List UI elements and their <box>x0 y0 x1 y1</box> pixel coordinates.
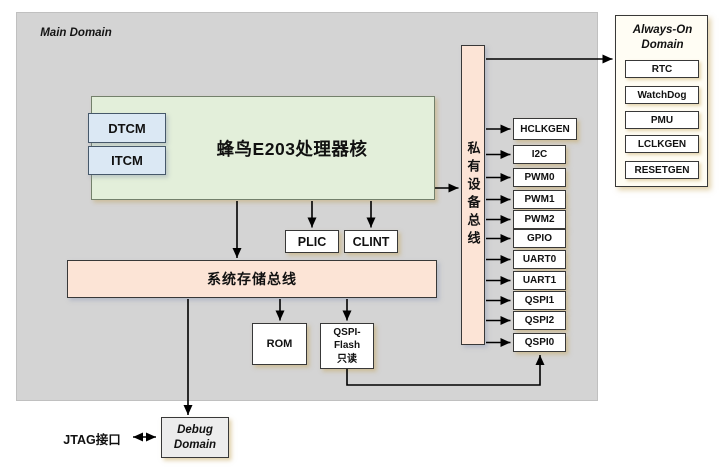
ao-item-rtc: RTC <box>625 60 699 78</box>
peripheral-pwm0: PWM0 <box>513 168 566 187</box>
peripheral-qspi1: QSPI1 <box>513 291 566 310</box>
peripheral-pwm1: PWM1 <box>513 190 566 209</box>
private-device-bus: 私有设备总线 <box>461 45 485 345</box>
always-on-domain-title: Always-On Domain <box>632 24 693 51</box>
ao-item-pmu: PMU <box>625 111 699 129</box>
peripheral-i2c: I2C <box>513 145 566 164</box>
peripheral-uart0: UART0 <box>513 250 566 269</box>
qspi-flash-line1: QSPI- <box>333 326 361 338</box>
ao-item-resetgen: RESETGEN <box>625 161 699 179</box>
jtag-port-label: JTAG接口 <box>63 433 121 447</box>
peripheral-qspi0: QSPI0 <box>513 333 566 352</box>
system-memory-bus: 系统存储总线 <box>67 260 437 298</box>
qspi-flash-block: QSPI- Flash 只读 <box>320 323 374 369</box>
plic-block: PLIC <box>285 230 339 253</box>
rom-block: ROM <box>252 323 307 365</box>
peripheral-hclkgen: HCLKGEN <box>513 118 577 140</box>
cpu-core-label: 蜂鸟E203处理器核 <box>216 138 368 159</box>
peripheral-gpio: GPIO <box>513 229 566 248</box>
qspi-flash-line3: 只读 <box>337 353 357 365</box>
peripheral-pwm2: PWM2 <box>513 210 566 229</box>
clint-block: CLINT <box>344 230 398 253</box>
debug-domain-block: Debug Domain <box>161 417 229 458</box>
main-domain-region <box>16 12 598 401</box>
ao-item-lclkgen: LCLKGEN <box>625 135 699 153</box>
dtcm-block: DTCM <box>88 113 166 143</box>
private-device-bus-label: 私有设备总线 <box>465 141 481 249</box>
qspi-flash-line2: Flash <box>333 340 361 352</box>
always-on-domain-region: Always-On Domain RTC WatchDog PMU LCLKGE… <box>615 15 708 187</box>
peripheral-qspi2: QSPI2 <box>513 311 566 330</box>
peripheral-uart1: UART1 <box>513 271 566 290</box>
ao-item-watchdog: WatchDog <box>625 86 699 104</box>
main-domain-title: Main Domain <box>40 27 112 39</box>
itcm-block: ITCM <box>88 146 166 175</box>
